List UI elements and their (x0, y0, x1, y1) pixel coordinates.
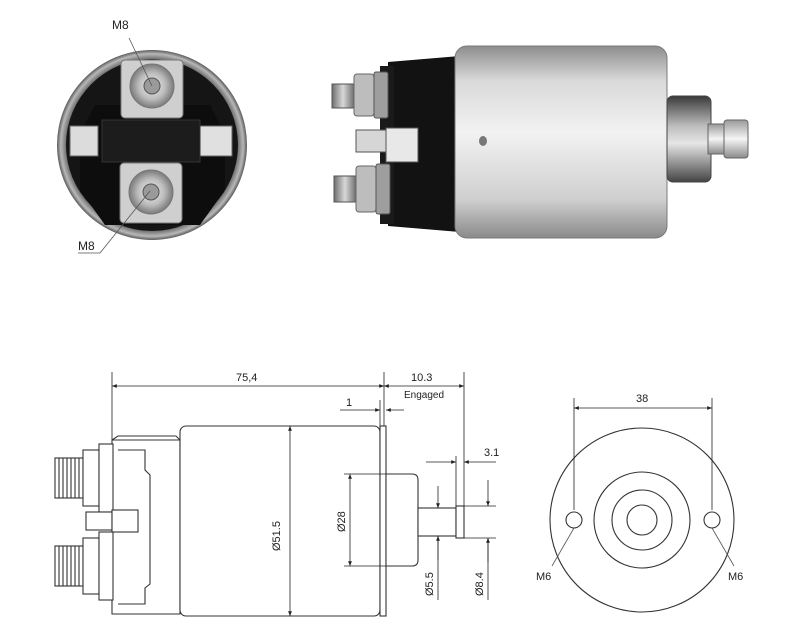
bottom-terminal (119, 162, 183, 224)
dim-hole-spacing: 38 (636, 393, 648, 405)
dim-tip-diameter: Ø8.4 (474, 572, 486, 596)
dim-plunger-diameter: Ø5.5 (424, 572, 436, 596)
dimensions-side-view: 75,4 10.3 Engaged 1 3.1 Ø51.5 Ø28 Ø5.5 (111, 372, 499, 616)
right-mount-hole (703, 511, 721, 529)
dim-nose-diameter: Ø28 (336, 511, 348, 532)
top-terminal (120, 59, 184, 119)
left-mount-hole (565, 511, 583, 529)
photo-end-view: M8 M8 (57, 18, 247, 254)
left-m6-label: M6 (536, 571, 551, 583)
drawing-end-view: 38 M6 M6 (536, 393, 743, 613)
top-m8-label: M8 (112, 18, 129, 32)
right-m6-label: M6 (728, 571, 743, 583)
dim-engaged-travel: 10.3 (411, 372, 432, 384)
photo-side-view (331, 45, 749, 239)
drawing-side-view (54, 425, 465, 617)
dim-tip-length: 3.1 (484, 447, 499, 459)
bottom-m8-label: M8 (78, 239, 95, 253)
leader-top-m8 (128, 37, 153, 87)
dim-overall-length: 75,4 (236, 372, 257, 384)
dim-flange-gap: 1 (346, 397, 352, 409)
dim-body-diameter: Ø51.5 (271, 521, 283, 551)
leader-bottom-m8 (99, 190, 151, 254)
dim-engaged-label: Engaged (404, 390, 444, 401)
